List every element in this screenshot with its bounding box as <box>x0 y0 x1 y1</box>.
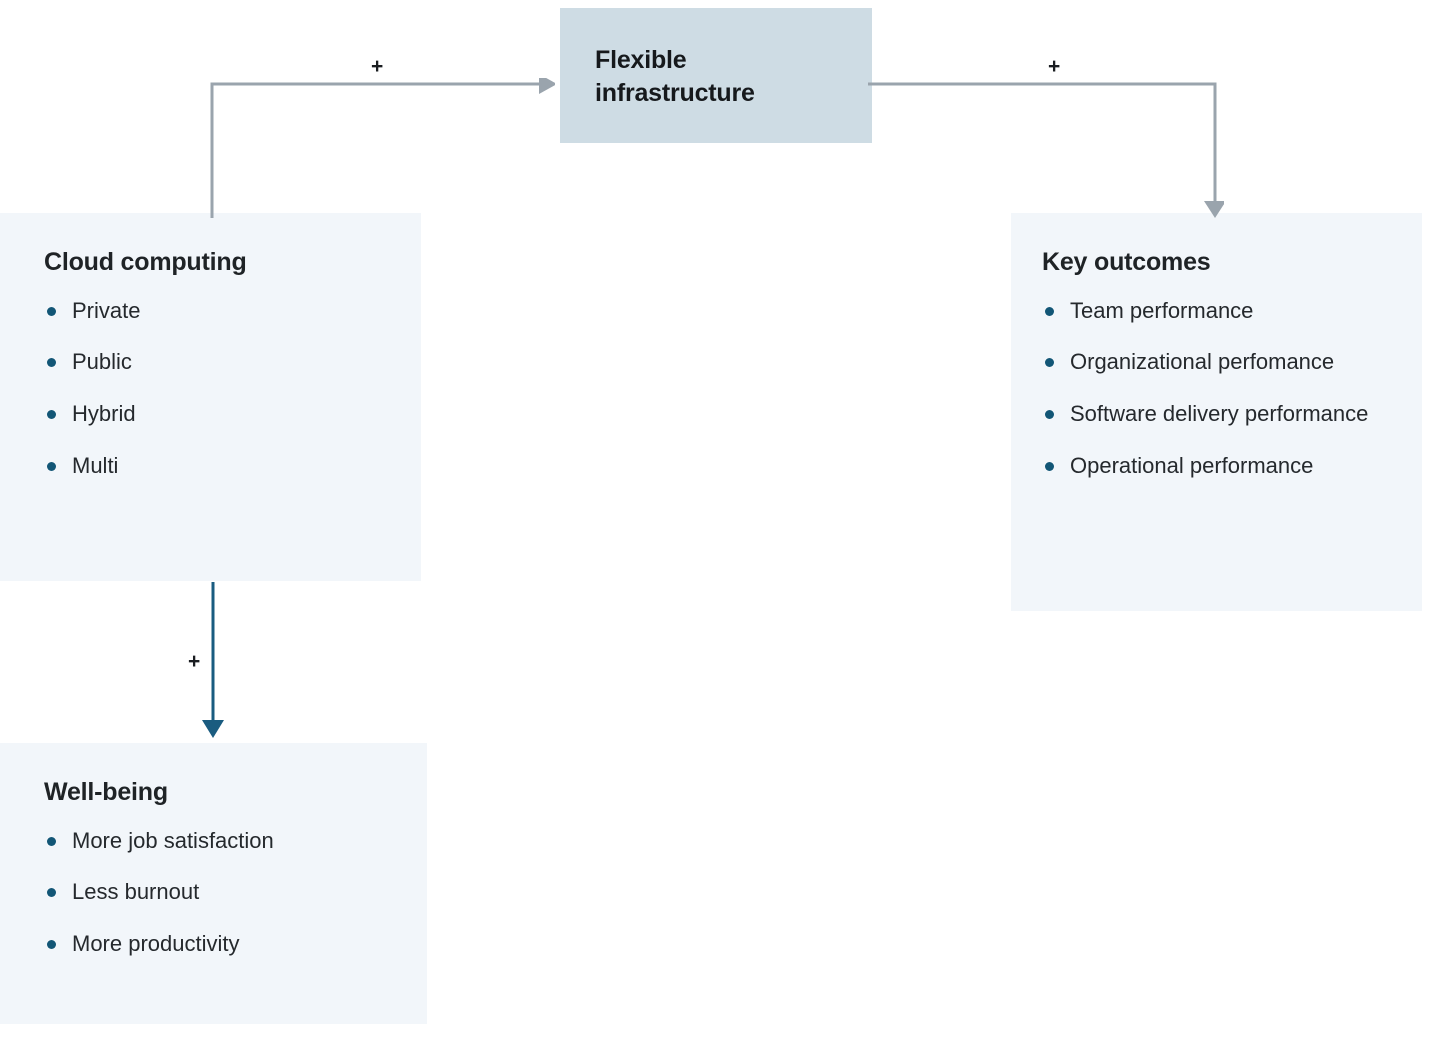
box-well-being: Well-being More job satisfaction Less bu… <box>0 743 427 1024</box>
list-item-label: Hybrid <box>72 401 136 427</box>
bullet-dot-icon <box>1045 410 1054 420</box>
bullet-dot-icon <box>47 358 56 368</box>
well-being-list: More job satisfaction Less burnout More … <box>44 826 427 960</box>
arrow-cloud-computing-to-flexible-infrastructure <box>210 78 555 218</box>
list-item: Hybrid <box>44 399 421 429</box>
bullet-dot-icon <box>47 306 56 316</box>
key-outcomes-list: Team performance Organizational perfoman… <box>1042 296 1422 482</box>
bullet-dot-icon <box>1045 358 1054 368</box>
bullet-dot-icon <box>47 940 56 950</box>
list-item-label: Public <box>72 349 132 375</box>
connector-label-plus-flexible-to-outcomes: + <box>1048 55 1061 78</box>
box-key-outcomes-title: Key outcomes <box>1042 248 1211 276</box>
list-item: Operational performance <box>1042 451 1422 481</box>
list-item: Team performance <box>1042 296 1422 326</box>
list-item: Less burnout <box>44 877 427 907</box>
list-item: Private <box>44 296 421 326</box>
bullet-dot-icon <box>47 888 56 898</box>
arrow-cloud-computing-to-well-being <box>202 582 224 738</box>
box-cloud-computing-title: Cloud computing <box>44 248 247 276</box>
bullet-dot-icon <box>1045 462 1054 472</box>
bullet-dot-icon <box>1045 306 1054 316</box>
list-item-label: Multi <box>72 453 119 479</box>
list-item-label: Private <box>72 297 141 323</box>
list-item: Software delivery performance <box>1042 399 1422 429</box>
list-item-label: Less burnout <box>72 879 200 905</box>
arrow-flexible-infrastructure-to-key-outcomes <box>868 82 1224 218</box>
list-item-label: Team performance <box>1070 297 1254 323</box>
box-well-being-title: Well-being <box>44 778 168 806</box>
bullet-dot-icon <box>47 462 56 472</box>
connector-label-plus-cloud-to-flexible: + <box>371 55 384 78</box>
connector-label-plus-cloud-to-wellbeing: + <box>188 650 201 673</box>
list-item: Multi <box>44 451 421 481</box>
list-item-label: More job satisfaction <box>72 827 274 853</box>
list-item: More job satisfaction <box>44 826 427 856</box>
list-item-label: Operational performance <box>1070 453 1314 479</box>
box-cloud-computing: Cloud computing Private Public Hybrid Mu… <box>0 213 421 581</box>
list-item-label: Organizational perfomance <box>1070 349 1335 375</box>
list-item-label: More productivity <box>72 931 240 957</box>
list-item: Public <box>44 347 421 377</box>
box-flexible-infrastructure: Flexible infrastructure <box>560 8 872 143</box>
cloud-computing-list: Private Public Hybrid Multi <box>44 296 421 482</box>
bullet-dot-icon <box>47 410 56 420</box>
list-item-label: Software delivery performance <box>1070 401 1369 427</box>
bullet-dot-icon <box>47 836 56 846</box>
list-item: Organizational perfomance <box>1042 347 1422 377</box>
box-key-outcomes: Key outcomes Team performance Organizati… <box>1011 213 1422 611</box>
list-item: More productivity <box>44 929 427 959</box>
box-flexible-infrastructure-title: Flexible infrastructure <box>595 46 755 107</box>
